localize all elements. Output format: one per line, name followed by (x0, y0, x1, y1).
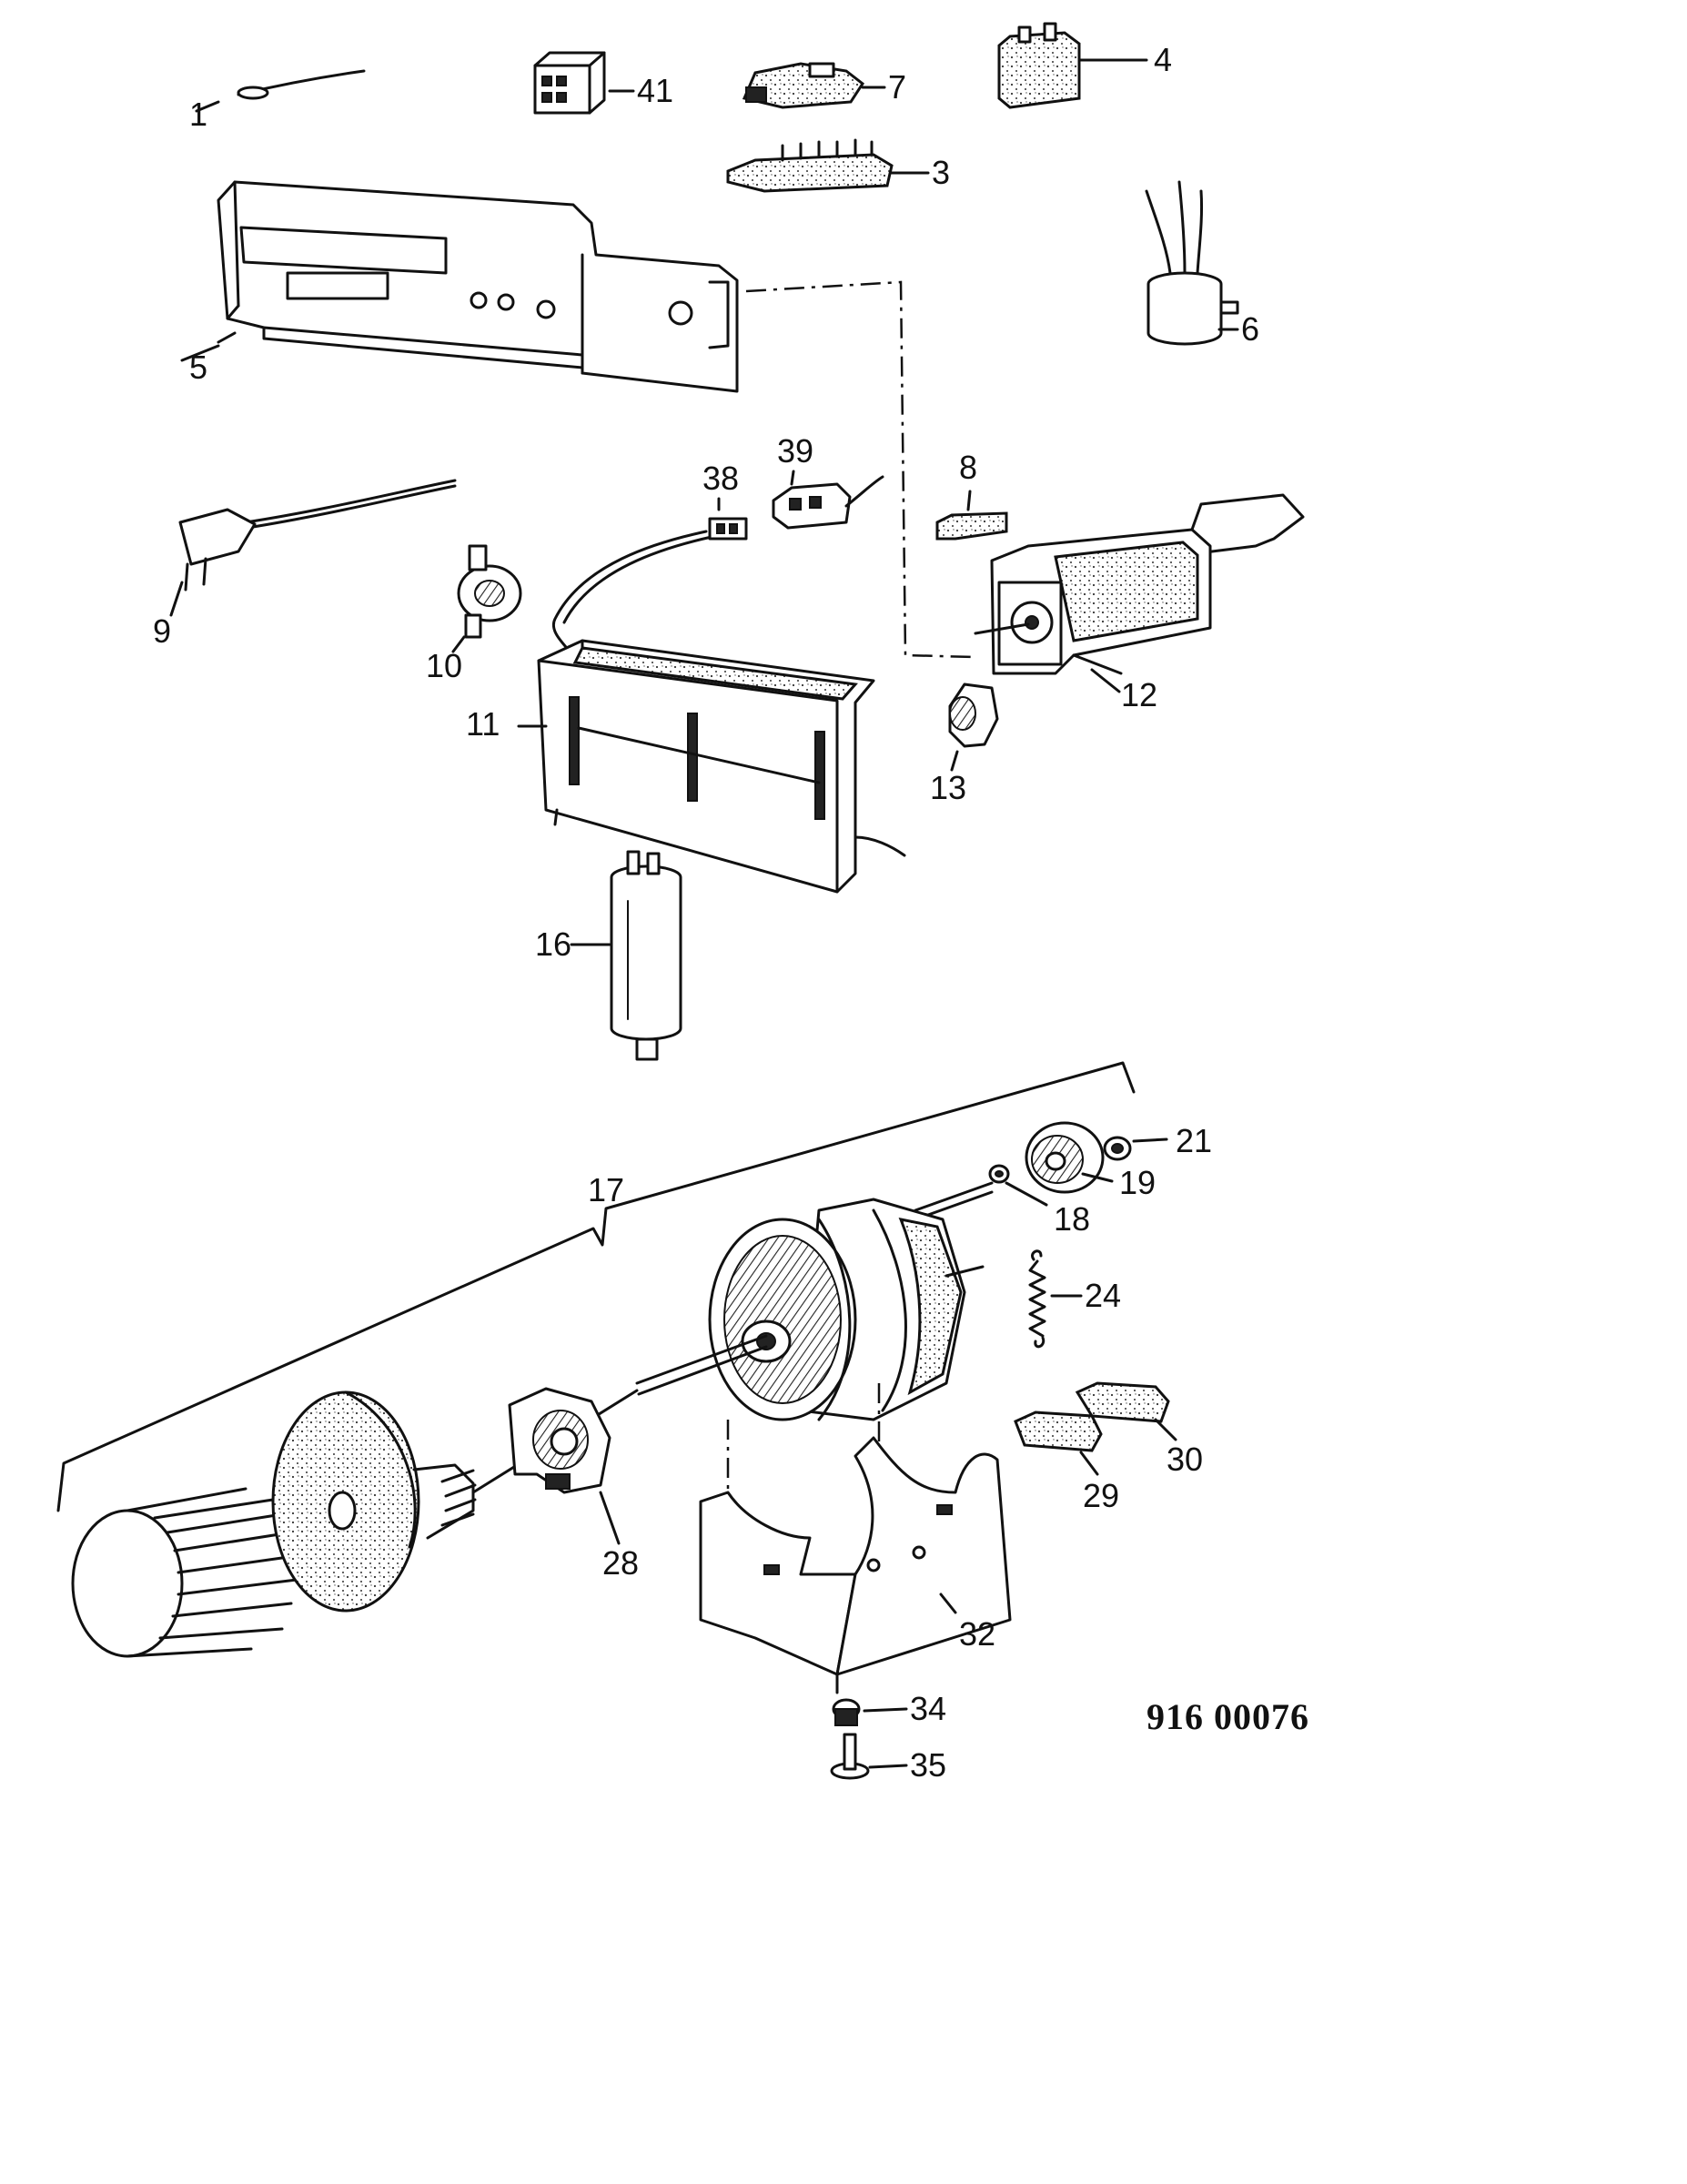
callout-38: 38 (702, 460, 739, 497)
callout-28: 28 (602, 1544, 639, 1582)
callout-6: 6 (1241, 310, 1259, 348)
callout-29: 29 (1083, 1477, 1119, 1514)
callout-19: 19 (1119, 1164, 1156, 1201)
part-18-washer (988, 1164, 1048, 1207)
part-10-thermostat (451, 544, 522, 653)
callout-1: 1 (189, 96, 207, 133)
callout-21: 21 (1176, 1122, 1212, 1159)
part-13-clip (948, 682, 999, 772)
part-39-connector-block (772, 470, 884, 530)
callout-39: 39 (777, 432, 813, 470)
callout-17: 17 (588, 1171, 624, 1208)
part-32-motor-cradle (699, 1383, 1012, 1694)
part-12-programmer-unit (974, 493, 1305, 693)
part-6-suppressor (1145, 180, 1239, 346)
part-34-nut (832, 1698, 908, 1726)
callout-34: 34 (910, 1690, 946, 1727)
drawing-code: 916 00076 (1147, 1696, 1309, 1737)
callout-3: 3 (932, 154, 950, 191)
blower-fan (71, 1389, 639, 1658)
part-28-bearing-bracket (508, 1387, 621, 1545)
part-9-power-cord (169, 479, 457, 617)
part-29-block (1014, 1410, 1103, 1476)
callout-41: 41 (637, 72, 673, 109)
callout-9: 9 (153, 612, 171, 650)
callout-5: 5 (189, 349, 207, 386)
callout-7: 7 (888, 68, 906, 106)
part-4-timer (997, 22, 1148, 109)
part-24-spring (1028, 1249, 1083, 1349)
callout-35: 35 (910, 1746, 946, 1784)
part-41-relay (533, 51, 635, 115)
part-5-panel-bracket (180, 180, 739, 393)
assembly-line-5-12 (745, 280, 975, 659)
callout-10: 10 (426, 647, 462, 684)
callout-32: 32 (959, 1615, 995, 1653)
part-11-heater-element (517, 639, 906, 894)
part-35-screw (830, 1733, 908, 1780)
callout-4: 4 (1154, 41, 1172, 78)
callout-24: 24 (1085, 1277, 1121, 1314)
part-1-sensor-wire (195, 69, 366, 113)
callout-12: 12 (1121, 676, 1157, 713)
callout-18: 18 (1054, 1200, 1090, 1238)
callout-8: 8 (959, 449, 977, 486)
part-16-capacitor (570, 850, 682, 1061)
callout-16: 16 (535, 925, 571, 963)
part-21-nut (1103, 1136, 1168, 1161)
part-7-switch-block (742, 62, 886, 109)
part-3-terminal-strip (726, 138, 930, 193)
motor-assembly (635, 1181, 994, 1421)
part-19-pulley (1025, 1121, 1114, 1194)
part-8-terminal (935, 490, 1008, 541)
group-17-bracket (56, 1061, 1136, 1512)
callout-13: 13 (930, 769, 966, 806)
callout-11: 11 (466, 705, 500, 743)
callout-30: 30 (1167, 1441, 1203, 1478)
